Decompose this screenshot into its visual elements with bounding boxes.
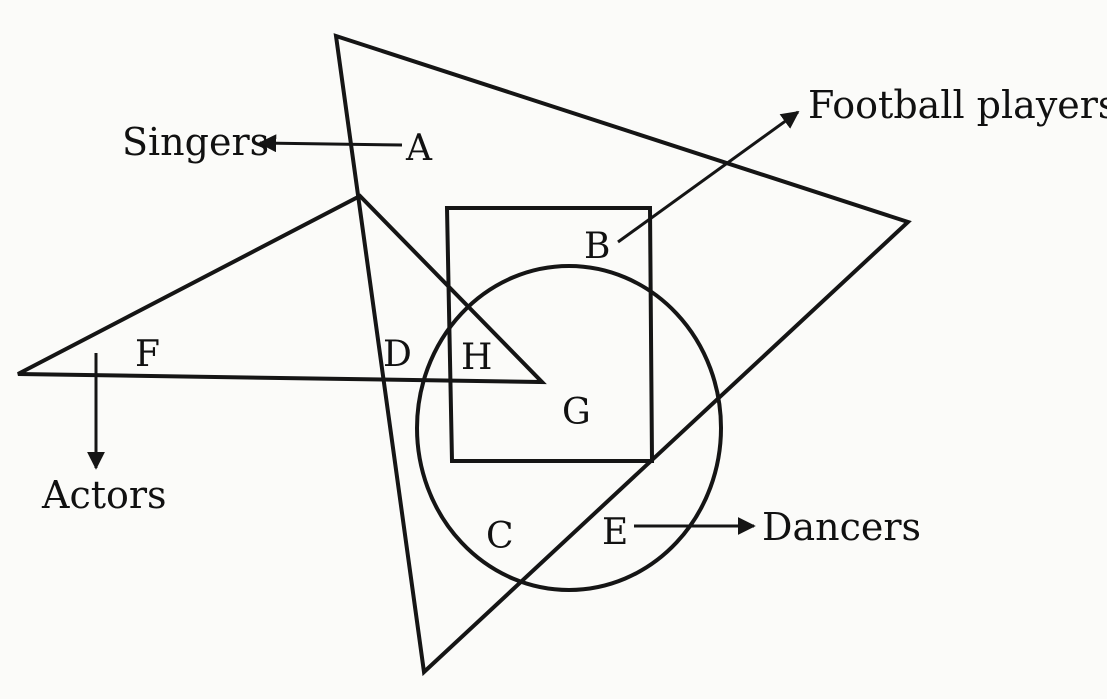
region-b-label: B: [584, 226, 610, 267]
region-f-label: F: [135, 334, 160, 375]
region-d-label: D: [383, 334, 412, 375]
dancers-circle: [415, 264, 723, 592]
singers-label: Singers: [122, 120, 269, 164]
region-c-label: C: [486, 516, 514, 557]
region-g-label: G: [562, 392, 591, 433]
region-e-label: E: [602, 512, 628, 553]
actors-triangle: [17, 193, 547, 385]
football-players-arrow: [617, 110, 800, 244]
singers-triangle: [333, 33, 912, 677]
actors-label: Actors: [41, 473, 167, 517]
football-players-rectangle: [444, 206, 655, 463]
region-a-label: A: [405, 128, 433, 169]
singers-arrow: [258, 134, 403, 153]
region-h-label: H: [461, 337, 492, 378]
football-players-label: Football players: [808, 83, 1107, 127]
dancers-label: Dancers: [762, 505, 921, 549]
